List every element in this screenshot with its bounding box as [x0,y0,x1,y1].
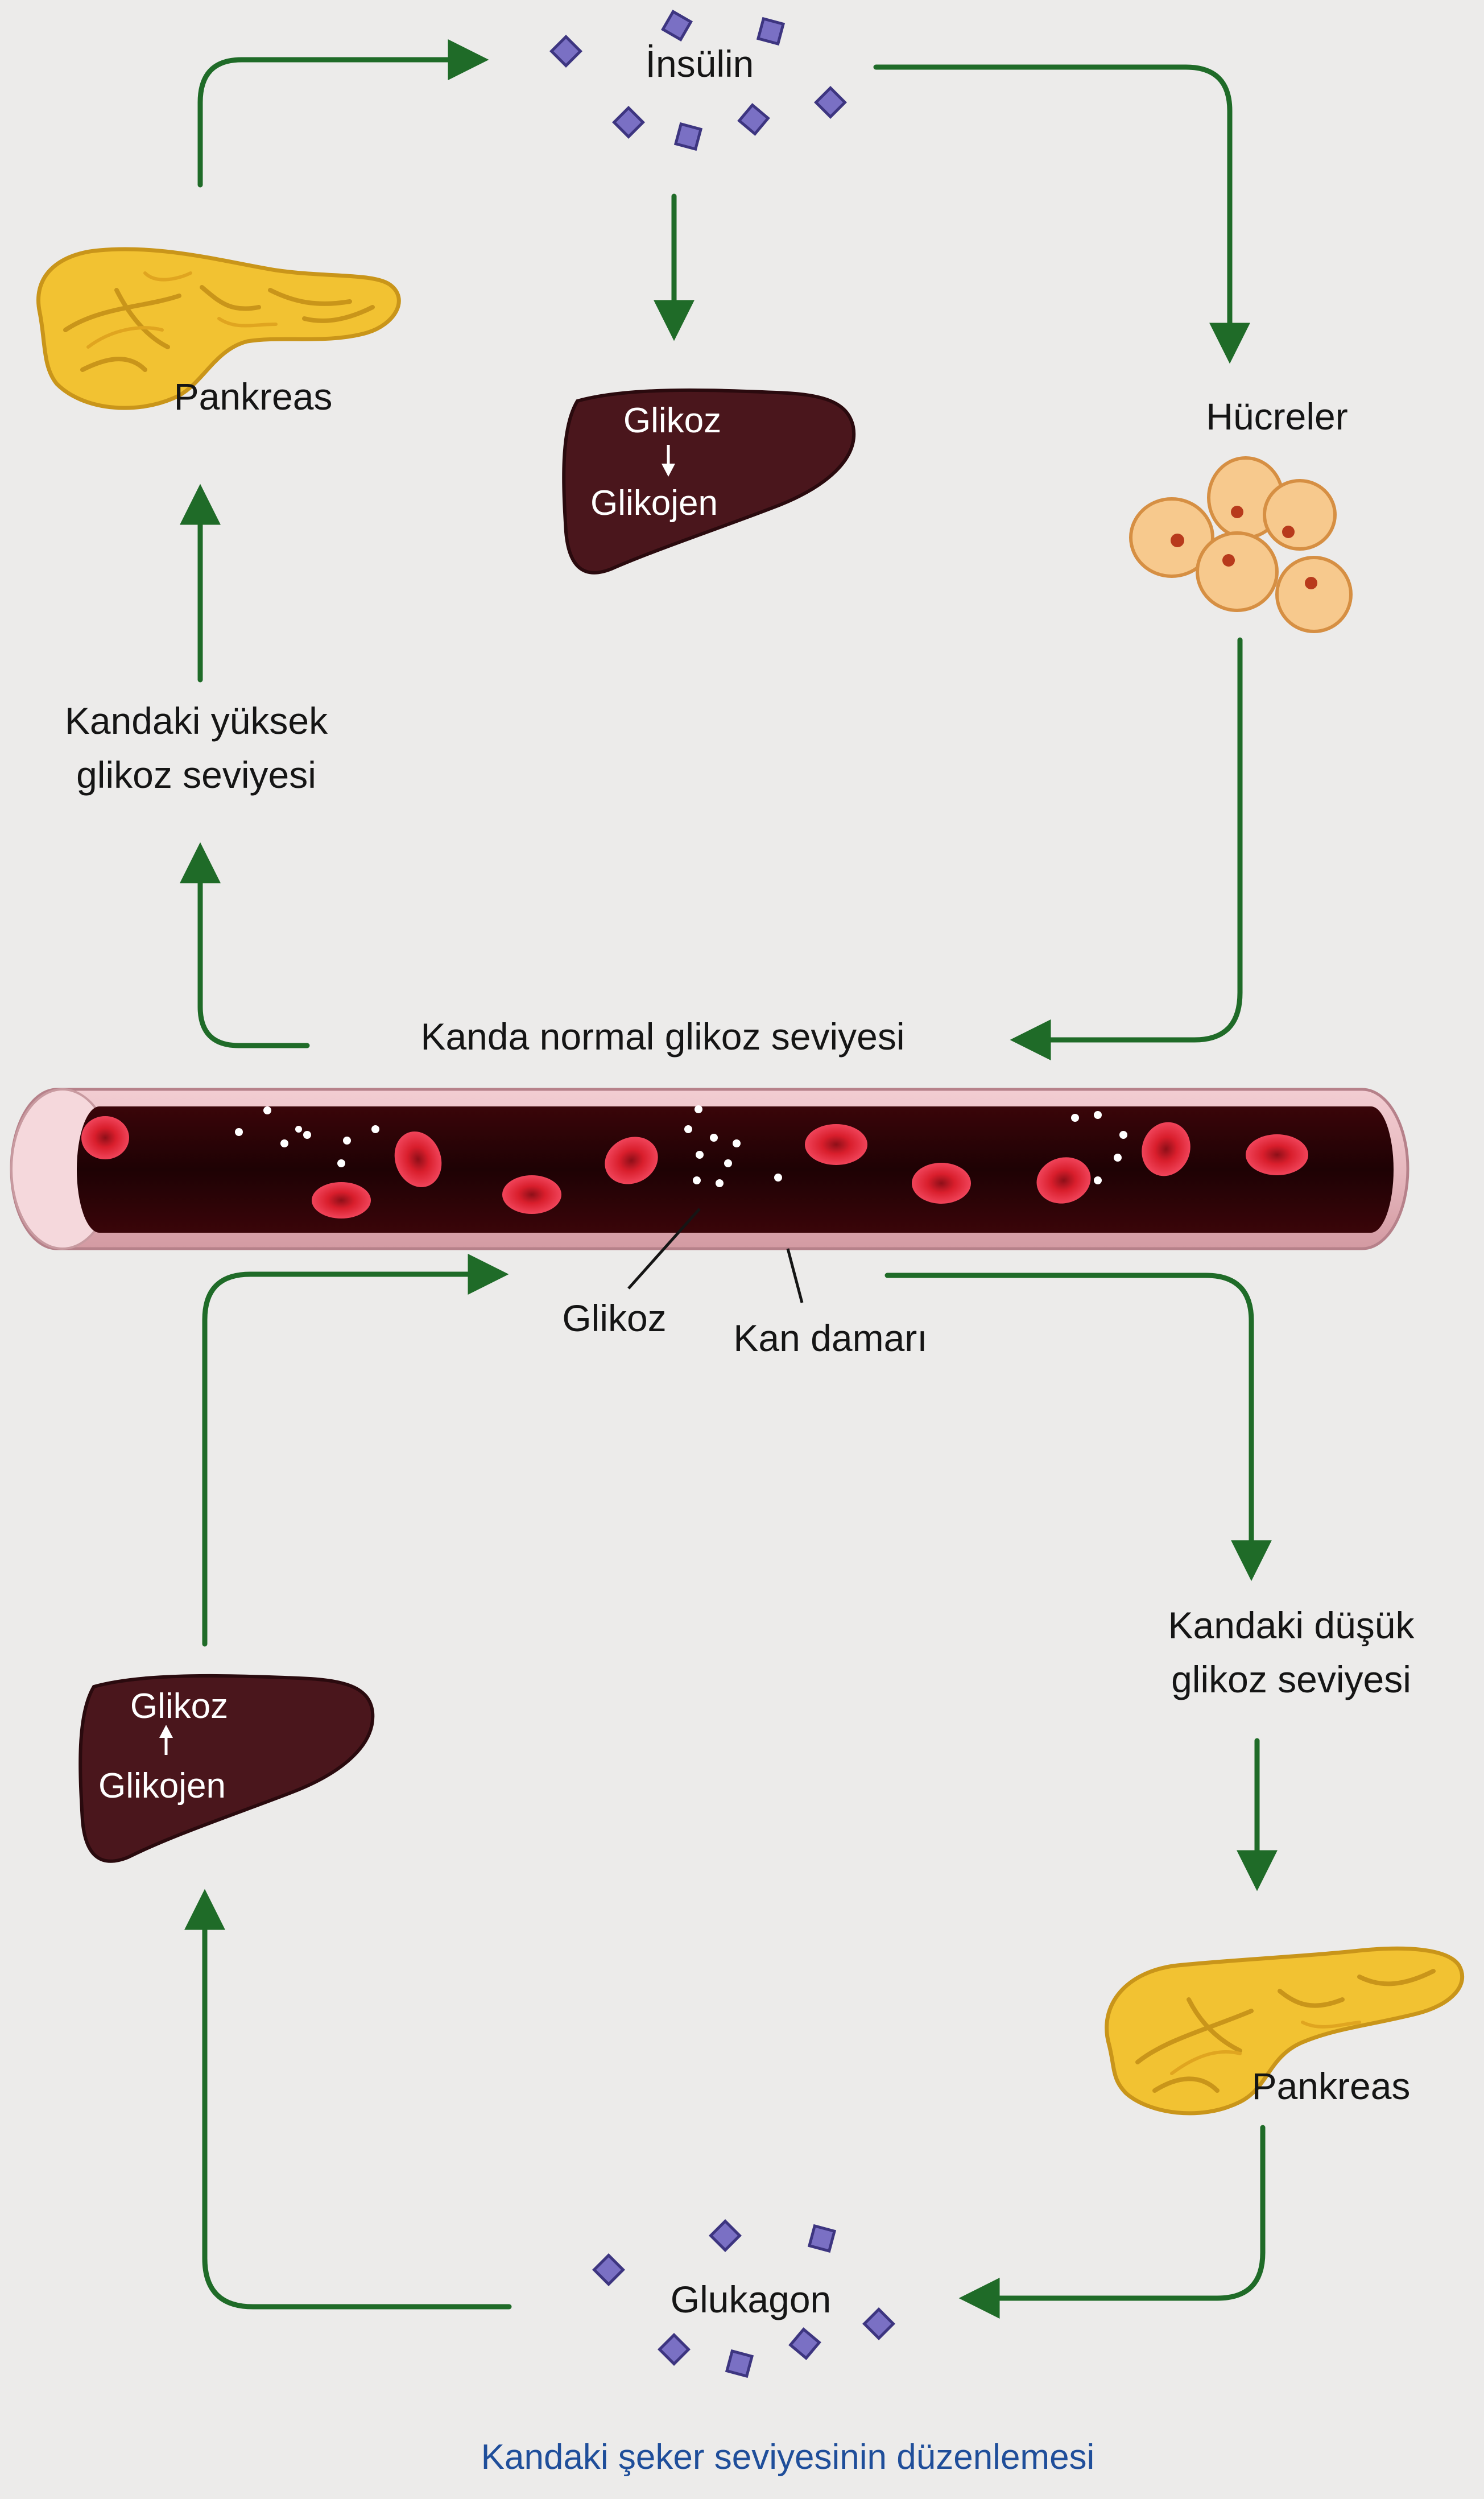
liver-icon [78,1674,375,1863]
arrow-pancreas-to-insulin [197,39,489,188]
cells-icon [1129,456,1353,633]
insulin-molecule-icon [549,9,847,151]
pancreas-bottom-label: Pankreas [1252,2065,1411,2107]
high-glucose-label-line1: Kandaki yüksek [65,700,328,742]
liver-bottom-glycogen-label: Glikojen [98,1766,226,1806]
pancreas-icon [1105,1946,1464,2116]
low-glucose-label-line1: Kandaki düşük [1168,1604,1415,1646]
arrow-normal-to-high [180,842,310,1048]
flow-arrows [180,39,1278,2319]
cells-label: Hücreler [1206,395,1347,437]
blood-vessel-icon [10,1088,1409,1250]
insulin-label: İnsülin [646,43,754,85]
pancreas-top-label: Pankreas [174,375,333,418]
arrow-normal-to-low [884,1273,1272,1581]
pancreas-icon [36,247,401,410]
low-glucose-label-line2: glikoz seviyesi [1171,1658,1411,1700]
liver-bottom-glucose-label: Glikoz [130,1687,228,1726]
figure-caption: Kandaki şeker seviyesinin düzenlemesi [481,2438,1095,2477]
high-glucose-label-line2: glikoz seviyesi [76,754,316,796]
leader-lines [627,1208,804,1303]
blood-vessel-label: Kan damarı [733,1317,927,1359]
liver-top-glucose-label: Glikoz [623,401,721,440]
normal-glucose-label: Kanda normal glikoz seviyesi [420,1015,904,1058]
arrow-liver-to-normal [202,1254,509,1647]
liver-icon [562,388,856,575]
arrow-glucagon-to-liver [184,1889,512,2310]
arrow-insulin-to-cells [873,64,1250,364]
glucagon-molecule-icon [592,2219,895,2378]
glucose-label: Glikoz [562,1297,666,1339]
glucose-dots [235,1105,1127,1187]
liver-top-glycogen-label: Glikojen [590,484,718,523]
arrow-pancreas-to-glucagon [958,2125,1266,2319]
arrow-cells-to-normal [1010,637,1243,1060]
red-blood-cell-icon [81,1116,1308,1218]
glucagon-label: Glukagon [671,2278,832,2320]
